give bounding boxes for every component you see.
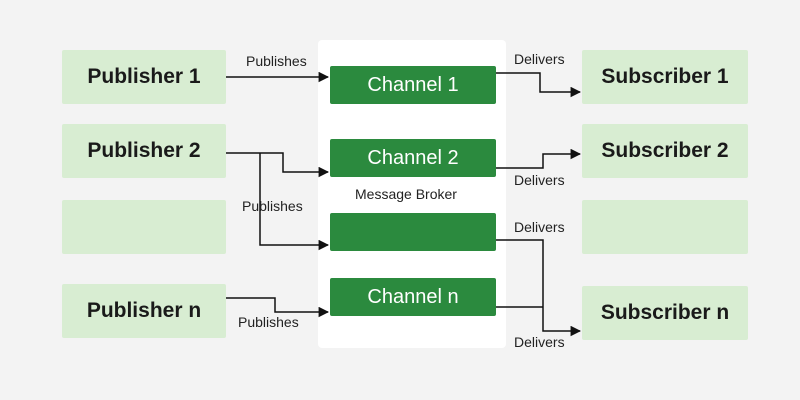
publisher-1-box: Publisher 1 (62, 50, 226, 104)
channel-n-box: Channel n (330, 278, 496, 316)
edge-channel-3-subscriber-n (496, 239, 582, 337)
message-broker-label: Message Broker (355, 186, 457, 202)
delivers-label-n: Delivers (514, 334, 565, 350)
delivers-label-3: Delivers (514, 219, 565, 235)
edge-publisher-2-channel-3 (259, 153, 330, 251)
delivers-label-2: Delivers (514, 172, 565, 188)
edge-publisher-n-channel-n (226, 297, 330, 318)
edge-channel-1-subscriber-1 (496, 72, 582, 98)
publisher-n-label: Publisher n (86, 299, 202, 322)
publisher-3-box (62, 200, 226, 254)
publishes-label-n: Publishes (238, 314, 299, 330)
channel-n-label: Channel n (367, 285, 459, 308)
publisher-2-label: Publisher 2 (87, 139, 201, 162)
publishes-label-1: Publishes (246, 53, 307, 69)
channel-1-label: Channel 1 (367, 73, 459, 96)
subscriber-1-box: Subscriber 1 (582, 50, 748, 104)
edge-channel-2-subscriber-2 (496, 148, 582, 169)
edge-publisher-2-channel-2 (226, 152, 330, 178)
subscriber-2-label: Subscriber 2 (601, 139, 729, 162)
channel-3-box (330, 213, 496, 251)
channel-2-label: Channel 2 (367, 146, 459, 169)
channel-1-box: Channel 1 (330, 66, 496, 104)
subscriber-n-label: Subscriber n (600, 301, 730, 324)
publishes-label-2: Publishes (242, 198, 303, 214)
subscriber-1-label: Subscriber 1 (601, 65, 729, 88)
publisher-1-label: Publisher 1 (87, 65, 201, 88)
subscriber-3-box (582, 200, 748, 254)
delivers-label-1: Delivers (514, 51, 565, 67)
channel-2-box: Channel 2 (330, 139, 496, 177)
subscriber-2-box: Subscriber 2 (582, 124, 748, 178)
publisher-2-box: Publisher 2 (62, 124, 226, 178)
subscriber-n-box: Subscriber n (582, 286, 748, 340)
publisher-n-box: Publisher n (62, 284, 226, 338)
